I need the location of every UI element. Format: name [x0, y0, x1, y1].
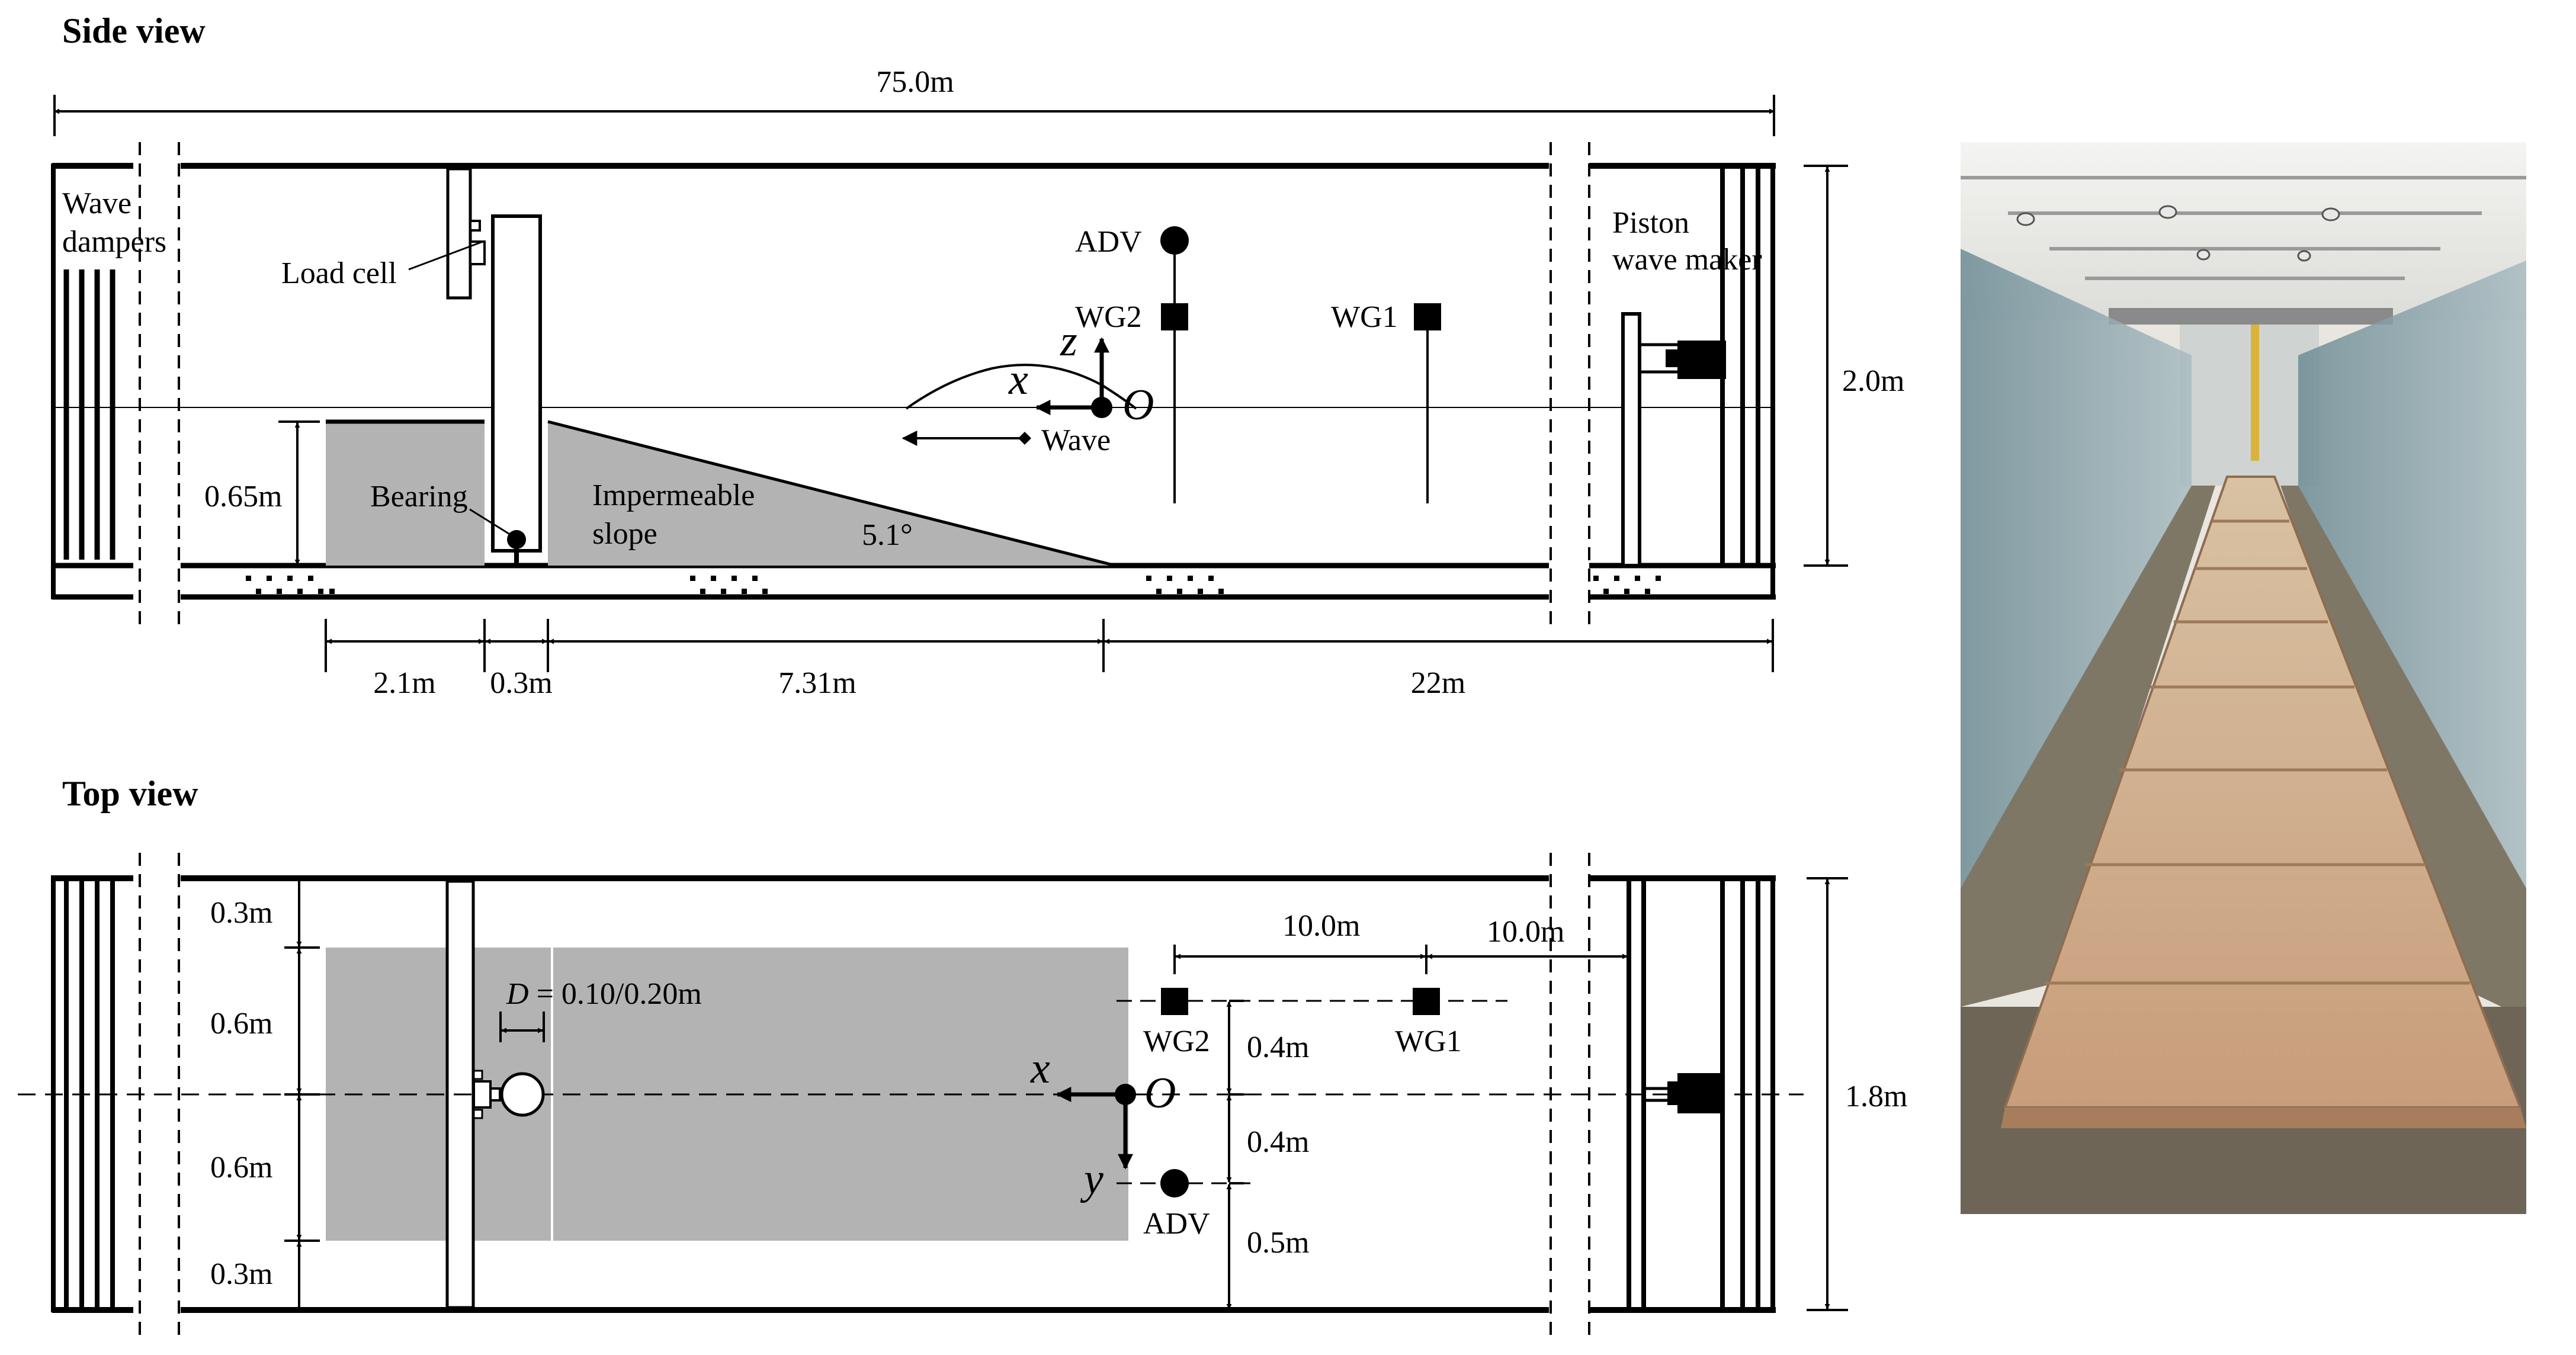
total-length-dimension — [53, 95, 1775, 136]
top-wg2-label: WG2 — [1143, 1025, 1210, 1058]
top-origin — [1115, 1084, 1136, 1105]
wave-label: Wave — [1041, 423, 1111, 457]
top-x-label: x — [1030, 1044, 1050, 1093]
wg-spacing-1-label: 10.0m — [1282, 909, 1360, 943]
seg1-label: 2.1m — [373, 666, 435, 700]
diameter-value: = 0.10/0.20m — [529, 977, 702, 1011]
top-wg1-label: WG1 — [1395, 1025, 1462, 1058]
side-view: Side view 75.0m — [51, 11, 1904, 700]
half-top-label: 0.6m — [210, 1007, 272, 1041]
top-load-cell-tab-b — [473, 1070, 483, 1080]
seg4-label: 22m — [1411, 666, 1465, 700]
slope-angle-label: 5.1° — [862, 518, 913, 552]
half-bottom-label: 0.6m — [210, 1151, 272, 1184]
photo-right-floor — [2280, 486, 2526, 1019]
top-left-dimensions — [284, 879, 320, 1309]
gap-bottom-label: 0.3m — [210, 1257, 272, 1291]
top-origin-label: O — [1144, 1069, 1176, 1118]
top-view-title: Top view — [62, 774, 198, 813]
platform-block — [326, 422, 485, 566]
total-length-label: 75.0m — [876, 65, 954, 99]
wg-spacing-2-label: 10.0m — [1487, 915, 1564, 949]
top-load-cell-tab-a — [489, 1087, 501, 1102]
side-wg1-probe — [1414, 303, 1441, 330]
adv-offset-label: 0.4m — [1247, 1125, 1309, 1159]
top-y-label: y — [1080, 1155, 1103, 1203]
top-wg1-probe — [1413, 988, 1440, 1015]
load-cell-label: Load cell — [281, 256, 397, 290]
side-origin — [1091, 397, 1112, 418]
slope-label-1: Impermeable — [592, 479, 755, 512]
side-break-lines — [139, 142, 1590, 628]
slope-top-edge — [547, 420, 1116, 567]
photo-walkway-seams — [2045, 519, 2470, 985]
piston-wave-maker — [1621, 169, 1760, 567]
side-origin-label: O — [1122, 381, 1154, 429]
photo-ceiling-beams — [1961, 176, 2526, 280]
top-piston-notch — [1667, 1081, 1677, 1105]
side-wg1-label: WG1 — [1331, 300, 1398, 334]
top-view: Top view — [18, 774, 1907, 1335]
height-label: 2.0m — [1842, 364, 1904, 398]
wg-offset-label: 0.4m — [1247, 1030, 1309, 1064]
water-depth-label: 0.65m — [204, 480, 282, 513]
seg2-label: 0.3m — [490, 666, 552, 700]
width-dimension — [1807, 877, 1848, 1311]
piston-label-1: Piston — [1612, 206, 1689, 240]
top-wg2-probe — [1161, 988, 1188, 1015]
flume-photo — [1961, 142, 2526, 1214]
side-z-label: z — [1060, 317, 1077, 365]
piston-label-2: wave maker — [1612, 243, 1762, 277]
side-wg2-label: WG2 — [1075, 300, 1142, 334]
load-cell — [469, 220, 481, 232]
segment-dimensions — [325, 619, 1774, 672]
photo-yellow-post — [2251, 325, 2259, 461]
wave-dampers-label-1: Wave — [62, 187, 131, 220]
photo-walkway-front-edge — [2001, 1107, 2526, 1128]
side-x-label: x — [1008, 355, 1028, 404]
wg-spacing-dimensions — [1173, 945, 1628, 974]
load-cell-support — [446, 167, 472, 300]
top-cylinder — [500, 1072, 545, 1117]
diameter-label: D = 0.10/0.20m — [506, 977, 702, 1011]
diameter-symbol: D — [506, 977, 529, 1011]
piston-block-notch — [1666, 349, 1677, 367]
wave-profile — [905, 364, 1137, 410]
diameter-dimension — [499, 1012, 545, 1042]
side-adv-probe — [1160, 226, 1189, 255]
top-adv-probe — [1160, 1169, 1189, 1197]
photo-lamps — [2016, 205, 2340, 262]
photo-far-wall — [2180, 308, 2319, 486]
top-offset-dimensions — [1226, 1000, 1244, 1311]
photo-left-floor — [1961, 486, 2215, 1007]
wave-dampers-label-2: dampers — [62, 225, 166, 259]
side-adv-label: ADV — [1075, 225, 1142, 259]
top-adv-label: ADV — [1143, 1207, 1210, 1241]
side-view-title: Side view — [62, 11, 206, 50]
side-wg2-probe — [1161, 303, 1188, 330]
width-label: 1.8m — [1845, 1080, 1907, 1113]
seg3-label: 7.31m — [778, 666, 856, 700]
load-cell-leader — [408, 240, 483, 271]
top-load-cell-tab-c — [473, 1109, 483, 1119]
bearing-label: Bearing — [370, 480, 468, 513]
water-depth-dimension — [278, 420, 320, 565]
height-dimension — [1804, 165, 1848, 567]
photo-carriage — [2109, 308, 2393, 325]
wall-offset-label: 0.5m — [1247, 1226, 1309, 1260]
photo-ceiling — [1961, 142, 2526, 320]
top-piston-block — [1677, 1073, 1724, 1113]
piston-block — [1677, 341, 1726, 379]
seabed-dots — [246, 576, 1661, 594]
top-load-cell — [473, 1080, 492, 1109]
bearing-leader — [469, 508, 511, 536]
gap-top-label: 0.3m — [210, 896, 272, 930]
side-wave-dampers — [63, 269, 116, 560]
cylinder-column — [491, 214, 542, 553]
slope-label-2: slope — [592, 517, 657, 551]
